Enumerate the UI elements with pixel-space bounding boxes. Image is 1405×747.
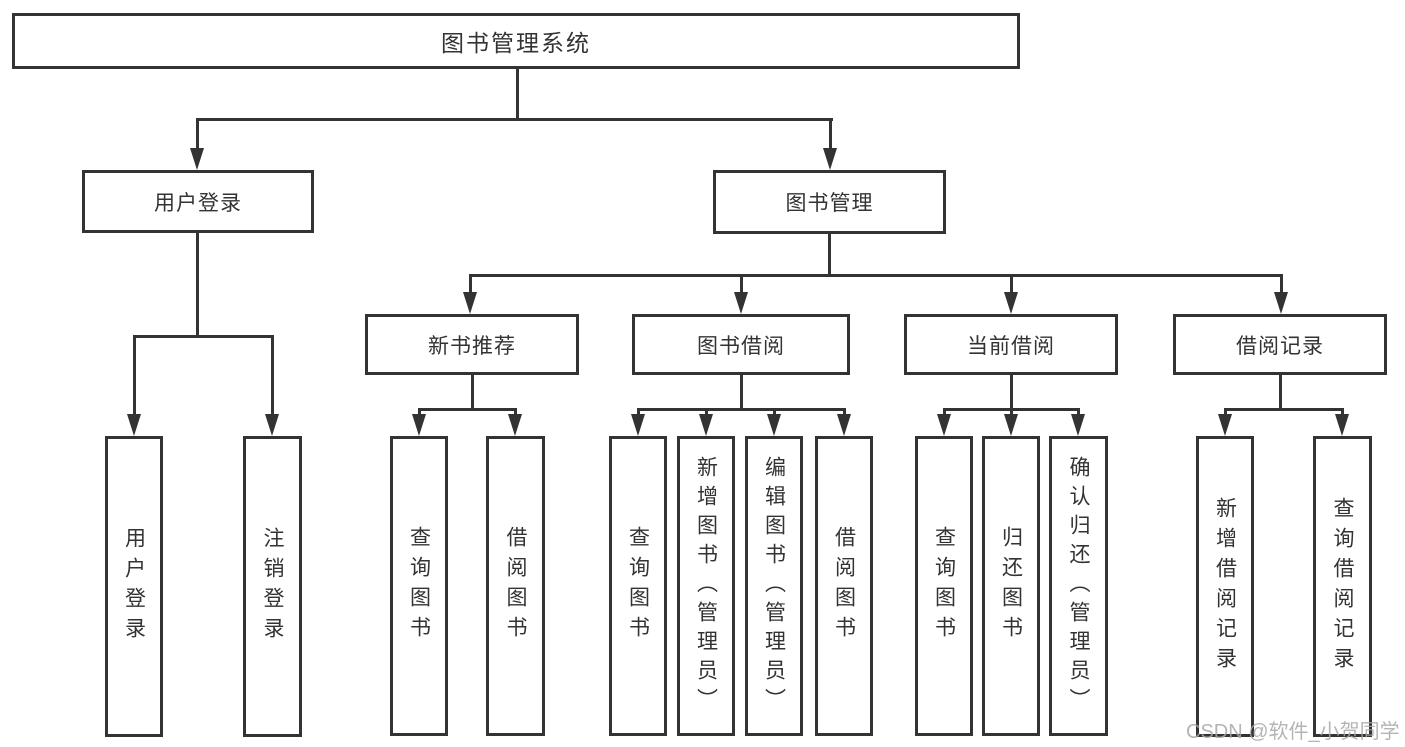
node-label: 新增图书（管理员） bbox=[694, 455, 718, 717]
node-edit-books-admin: 编辑图书（管理员） bbox=[745, 436, 803, 736]
arrow-down-icon bbox=[631, 414, 645, 436]
arrow-down-icon bbox=[837, 414, 851, 436]
connector-to-confirm-return bbox=[1077, 408, 1080, 416]
node-user-login-module: 用户登录 bbox=[82, 170, 314, 233]
arrow-down-icon bbox=[937, 414, 951, 436]
connector-userlogin-split bbox=[133, 335, 274, 338]
node-return-books: 归还图书 bbox=[982, 436, 1040, 736]
connector-to-query-books-c bbox=[943, 408, 946, 416]
connector-to-query-books-b bbox=[637, 408, 640, 416]
node-label: 借阅图书 bbox=[832, 526, 856, 646]
node-label: 查询图书 bbox=[932, 526, 956, 646]
connector-bookmgmt-split bbox=[469, 274, 1283, 277]
connector-to-book-borrowing bbox=[740, 274, 743, 294]
node-label: 注销登录 bbox=[261, 526, 284, 647]
connector-root-split bbox=[196, 118, 833, 121]
node-book-management-module: 图书管理 bbox=[713, 170, 946, 234]
node-label: 编辑图书（管理员） bbox=[762, 455, 786, 717]
connector-to-user-login bbox=[133, 335, 136, 414]
node-label: 查询图书 bbox=[626, 526, 650, 646]
connector-to-query-books-a bbox=[418, 408, 421, 416]
arrow-down-icon bbox=[463, 292, 477, 314]
csdn-watermark: CSDN @软件_小贺同学 bbox=[1186, 721, 1400, 743]
connector-to-borrowing-records bbox=[1280, 274, 1283, 294]
arrow-down-icon bbox=[508, 414, 522, 436]
node-query-books-recommend: 查询图书 bbox=[390, 436, 448, 736]
arrow-down-icon bbox=[265, 414, 279, 436]
connector-recommend-split bbox=[418, 408, 517, 411]
connector-root-to-userlogin bbox=[196, 118, 199, 148]
connector-to-borrow-books-a bbox=[514, 408, 517, 416]
connector-root-down bbox=[516, 69, 519, 118]
node-label: 用户登录 bbox=[122, 526, 146, 647]
arrow-down-icon bbox=[1004, 292, 1018, 314]
arrow-down-icon bbox=[1335, 414, 1349, 436]
node-logout-login: 注销登录 bbox=[243, 436, 302, 737]
node-query-borrow-record: 查询借阅记录 bbox=[1313, 436, 1372, 737]
connector-root-to-bookmgmt bbox=[829, 118, 832, 148]
arrow-down-icon bbox=[1071, 414, 1085, 436]
node-query-books-current: 查询图书 bbox=[915, 436, 973, 736]
node-add-books-admin: 新增图书（管理员） bbox=[677, 436, 735, 736]
node-label: 新增借阅记录 bbox=[1213, 496, 1237, 677]
connector-to-edit-books bbox=[773, 408, 776, 416]
arrow-down-icon bbox=[190, 148, 204, 170]
node-library-management-system: 图书管理系统 bbox=[12, 13, 1020, 69]
arrow-down-icon bbox=[767, 414, 781, 436]
connector-borrowing-down bbox=[740, 375, 743, 408]
node-label: 借阅图书 bbox=[504, 526, 527, 646]
connector-to-add-record bbox=[1224, 408, 1227, 416]
connector-to-current-borrowing bbox=[1010, 274, 1013, 294]
connector-records-split bbox=[1224, 408, 1344, 411]
arrow-down-icon bbox=[1218, 414, 1232, 436]
node-new-book-recommendation: 新书推荐 bbox=[365, 314, 579, 375]
node-confirm-return-admin: 确认归还（管理员） bbox=[1049, 436, 1108, 736]
connector-to-return-books bbox=[1010, 408, 1013, 416]
arrow-down-icon bbox=[823, 148, 837, 170]
arrow-down-icon bbox=[1004, 414, 1018, 436]
connector-current-down bbox=[1010, 375, 1013, 408]
node-label: 归还图书 bbox=[999, 526, 1023, 646]
arrow-down-icon bbox=[1274, 292, 1288, 314]
arrow-down-icon bbox=[412, 414, 426, 436]
connector-to-add-books bbox=[705, 408, 708, 416]
connector-to-new-book-recommend bbox=[469, 274, 472, 294]
connector-recommend-down bbox=[471, 375, 474, 408]
connector-to-borrow-books-b bbox=[843, 408, 846, 416]
node-borrowing-records: 借阅记录 bbox=[1173, 314, 1387, 375]
connector-borrowing-split bbox=[637, 408, 846, 411]
arrow-down-icon bbox=[127, 414, 141, 436]
node-current-borrowing: 当前借阅 bbox=[904, 314, 1118, 375]
node-query-books-borrowing: 查询图书 bbox=[609, 436, 667, 736]
connector-to-logout bbox=[271, 335, 274, 414]
node-borrow-books-borrowing: 借阅图书 bbox=[815, 436, 873, 736]
node-user-login: 用户登录 bbox=[105, 436, 163, 737]
connector-records-down bbox=[1279, 375, 1282, 408]
node-label: 确认归还（管理员） bbox=[1067, 455, 1090, 717]
connector-to-query-record bbox=[1341, 408, 1344, 416]
node-label: 查询借阅记录 bbox=[1331, 496, 1354, 677]
node-label: 查询图书 bbox=[407, 526, 431, 646]
node-borrow-books-recommend: 借阅图书 bbox=[486, 436, 545, 736]
connector-bookmgmt-down bbox=[828, 234, 831, 274]
connector-userlogin-down bbox=[196, 233, 199, 335]
arrow-down-icon bbox=[734, 292, 748, 314]
node-add-borrow-record: 新增借阅记录 bbox=[1196, 436, 1254, 737]
node-book-borrowing: 图书借阅 bbox=[632, 314, 850, 375]
arrow-down-icon bbox=[699, 414, 713, 436]
